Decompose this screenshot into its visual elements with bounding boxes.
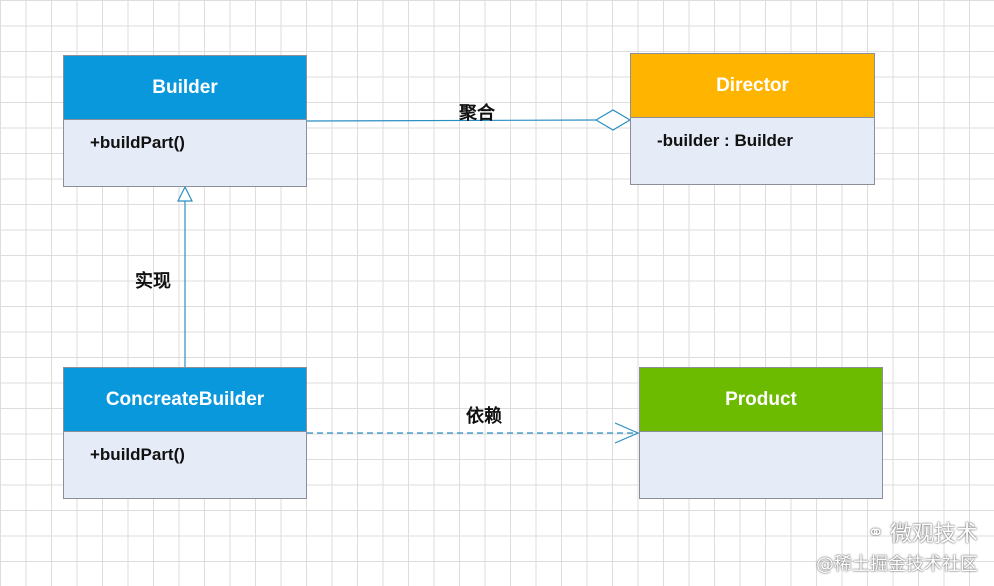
concrete-builder-class[interactable]: ConcreateBuilder +buildPart() [63, 367, 307, 499]
watermark-account: 微观技术 [889, 522, 978, 547]
concrete-builder-class-name: ConcreateBuilder [64, 368, 306, 432]
watermark-source: @稀土掘金技术社区 [816, 554, 978, 575]
aggregation-line [306, 119, 597, 122]
realization-label: 实现 [135, 271, 171, 292]
watermark: ⚭ 微观技术 @稀土掘金技术社区 [816, 516, 978, 576]
wechat-icon: ⚭ [867, 520, 884, 544]
builder-class[interactable]: Builder +buildPart() [63, 55, 307, 187]
concrete-builder-class-members: +buildPart() [64, 432, 306, 465]
director-class[interactable]: Director -builder : Builder [630, 53, 875, 185]
product-class-name: Product [640, 368, 882, 432]
dependency-arrowhead [614, 422, 640, 444]
builder-class-name: Builder [64, 56, 306, 120]
director-class-name: Director [631, 54, 874, 118]
concrete-builder-member: +buildPart() [90, 445, 185, 464]
dependency-label: 依赖 [466, 406, 502, 427]
builder-class-members: +buildPart() [64, 120, 306, 153]
aggregation-diamond [594, 109, 632, 131]
builder-member: +buildPart() [90, 133, 185, 152]
director-class-members: -builder : Builder [631, 118, 874, 151]
aggregation-label: 聚合 [459, 103, 495, 124]
director-member: -builder : Builder [657, 131, 793, 150]
product-class-members [640, 432, 882, 445]
realization-arrowhead [177, 185, 193, 202]
product-class[interactable]: Product [639, 367, 883, 499]
